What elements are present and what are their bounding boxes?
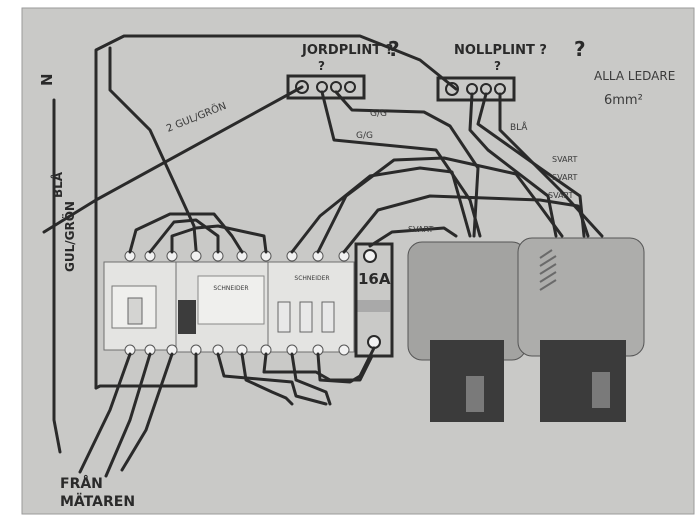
nollplint-label: NOLLPLINT ? bbox=[454, 43, 547, 58]
jordplint-bar bbox=[286, 74, 366, 100]
bottom-terminals bbox=[124, 344, 350, 356]
g-g-label-2: G/G bbox=[356, 131, 373, 141]
socket-left bbox=[407, 241, 527, 422]
n-label: N bbox=[38, 73, 56, 86]
rcbo-device: SCHNEIDER bbox=[175, 261, 269, 353]
svg-text:?: ? bbox=[494, 59, 501, 73]
svg-text:?: ? bbox=[574, 37, 586, 61]
rcd-device bbox=[103, 261, 179, 351]
svg-text:?: ? bbox=[388, 37, 400, 61]
bla-small-label: BLÅ bbox=[510, 121, 528, 133]
question-marks: ? ? ? ? bbox=[318, 37, 586, 73]
fran-mataren-line1: FRÅN bbox=[60, 475, 103, 492]
jordplint-label: JORDPLINT ? bbox=[301, 43, 393, 58]
socket-right bbox=[517, 237, 645, 422]
svart-label-3: SVART bbox=[548, 191, 573, 200]
mcb-device: SCHNEIDER bbox=[267, 261, 355, 353]
mcb-brand-label: SCHNEIDER bbox=[294, 275, 329, 282]
svart-label-4: SVART bbox=[408, 225, 433, 234]
rcbo-brand-label: SCHNEIDER bbox=[213, 285, 248, 292]
gul-gron-left-label: GUL/GRÖN bbox=[62, 201, 77, 272]
svart-label-2: SVART bbox=[552, 173, 577, 182]
g-g-label-1: G/G bbox=[370, 109, 387, 119]
hand-drawn-wires bbox=[42, 34, 604, 478]
bla-label: BLÅ bbox=[50, 171, 65, 198]
svg-text:?: ? bbox=[318, 59, 325, 73]
area-label: 6mm² bbox=[604, 93, 643, 108]
svart-label-1: SVART bbox=[552, 155, 577, 164]
alla-ledare-label: ALLA LEDARE bbox=[594, 69, 675, 83]
fuse-rating-label: 16A bbox=[358, 270, 391, 288]
fran-mataren-line2: MÄTAREN bbox=[60, 493, 135, 510]
